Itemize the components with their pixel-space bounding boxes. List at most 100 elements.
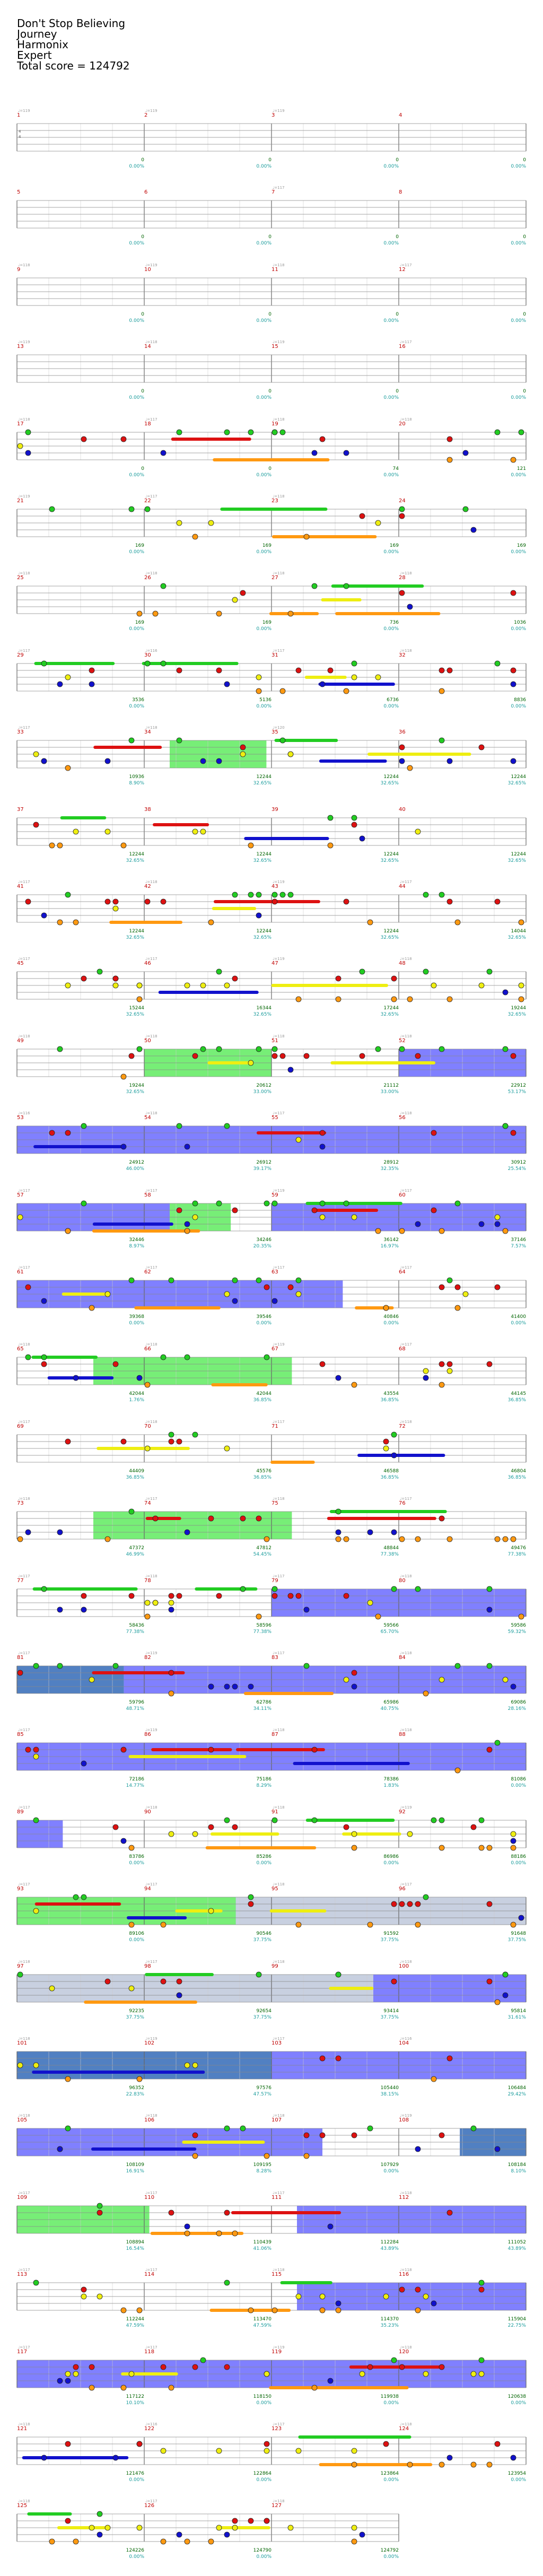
- note-gem: [192, 534, 198, 540]
- note-gem: [224, 2531, 230, 2538]
- tempo-marking: ♩=117: [273, 1574, 285, 1578]
- measure-score: 0: [396, 158, 399, 163]
- tempo-marking: ♩=117: [18, 1805, 30, 1810]
- note-gem: [224, 2280, 230, 2286]
- note-gem: [176, 667, 182, 674]
- overdrive-percentage: 32.65%: [380, 781, 399, 786]
- note-gem: [494, 2146, 501, 2152]
- note-gem: [160, 1922, 167, 1928]
- staff-svg: [16, 737, 527, 771]
- note-gem: [454, 1284, 461, 1290]
- note-gem: [439, 2364, 445, 2370]
- note-gem: [431, 1817, 437, 1823]
- tempo-marking: ♩=119: [273, 340, 285, 344]
- note-gem: [494, 1536, 501, 1542]
- measure-score: 39546: [256, 1314, 272, 1320]
- measure-number: 72: [399, 1424, 406, 1429]
- overdrive-percentage: 0.00%: [129, 241, 144, 246]
- note-gem: [33, 2280, 39, 2286]
- measure-number: 40: [399, 807, 406, 813]
- note-gem: [279, 1053, 286, 1059]
- staff-svg: [16, 2203, 527, 2237]
- overdrive-percentage: 0.00%: [256, 318, 272, 324]
- overdrive-percentage: 0.00%: [511, 704, 526, 709]
- note-gem: [89, 667, 95, 674]
- overdrive-percentage: 0.00%: [383, 473, 399, 478]
- note-gem: [343, 1676, 349, 1683]
- overdrive-percentage: 43.89%: [507, 2246, 526, 2251]
- note-gem: [65, 1438, 71, 1445]
- tempo-marking: ♩=119: [273, 2345, 285, 2350]
- measure-score: 21112: [383, 1083, 399, 1088]
- overdrive-percentage: 0.00%: [383, 626, 399, 632]
- overdrive-percentage: 77.38%: [380, 1552, 399, 1557]
- note-gem: [224, 681, 230, 687]
- overdrive-percentage: 32.65%: [253, 781, 272, 786]
- measure-number: 5: [17, 189, 21, 195]
- note-gem: [367, 2364, 373, 2370]
- measure-number: 39: [272, 807, 278, 813]
- note-gem: [184, 2538, 190, 2545]
- note-gem: [327, 2378, 334, 2384]
- song-header: Don't Stop Believing Journey Harmonix Ex…: [17, 18, 130, 71]
- note-gem: [152, 1515, 159, 1522]
- note-gem: [33, 1753, 39, 1760]
- tempo-marking: ♩=118: [400, 1111, 412, 1115]
- note-gem: [144, 1382, 151, 1388]
- note-gem: [216, 2525, 222, 2531]
- note-gem: [184, 1143, 190, 1150]
- note-gem: [184, 1529, 190, 1535]
- overdrive-percentage: 32.65%: [507, 935, 526, 940]
- tempo-marking: ♩=118: [273, 1882, 285, 1887]
- overdrive-percentage: 0.00%: [511, 1321, 526, 1326]
- note-gem: [423, 2293, 429, 2300]
- note-gem: [25, 1284, 31, 1290]
- note-gem: [359, 2531, 365, 2538]
- overdrive-percentage: 0.00%: [129, 2477, 144, 2483]
- note-gem: [136, 610, 143, 617]
- note-gem: [41, 758, 47, 764]
- note-gem: [446, 2210, 453, 2216]
- overdrive-percentage: 77.38%: [507, 1552, 526, 1557]
- note-gem: [256, 1613, 262, 1620]
- tempo-marking: ♩=117: [145, 2191, 157, 2195]
- note-gem: [144, 898, 151, 905]
- note-gem: [407, 765, 413, 771]
- measure-score: 95814: [511, 2009, 526, 2014]
- note-gem: [136, 996, 143, 1002]
- tempo-marking: ♩=117: [400, 340, 412, 344]
- measure-number: 74: [144, 1500, 151, 1506]
- note-gem: [439, 2461, 445, 2468]
- measure-number: 2: [144, 112, 148, 118]
- measure-number: 20: [399, 421, 406, 427]
- note-gem: [279, 737, 286, 744]
- note-gem: [510, 1053, 516, 1059]
- note-gem: [367, 2125, 373, 2132]
- tempo-marking: ♩=117: [145, 957, 157, 961]
- note-gem: [128, 1985, 135, 1992]
- note-gem: [176, 429, 182, 435]
- measure-number: 37: [17, 807, 24, 813]
- measure-score: 44145: [511, 1391, 526, 1396]
- overdrive-percentage: 32.65%: [380, 858, 399, 863]
- note-gem: [25, 898, 31, 905]
- tempo-marking: ♩=119: [18, 494, 30, 499]
- note-gem: [264, 1200, 270, 1207]
- measure-score: 124792: [380, 2548, 399, 2553]
- note-gem: [272, 1053, 278, 1059]
- tempo-marking: ♩=117: [400, 263, 412, 267]
- note-gem: [399, 758, 405, 764]
- tempo-marking: ♩=118: [18, 571, 30, 575]
- note-gem: [97, 2531, 103, 2538]
- tempo-marking: ♩=118: [18, 2422, 30, 2426]
- measure-score: 15244: [129, 1006, 144, 1011]
- note-gem: [319, 1130, 326, 1136]
- note-gem: [184, 1221, 190, 1227]
- tempo-marking: ♩=117: [273, 1111, 285, 1115]
- measure-number: 69: [17, 1424, 24, 1429]
- note-gem: [192, 2364, 198, 2370]
- note-gem: [65, 2076, 71, 2082]
- note-gem: [184, 1228, 190, 1234]
